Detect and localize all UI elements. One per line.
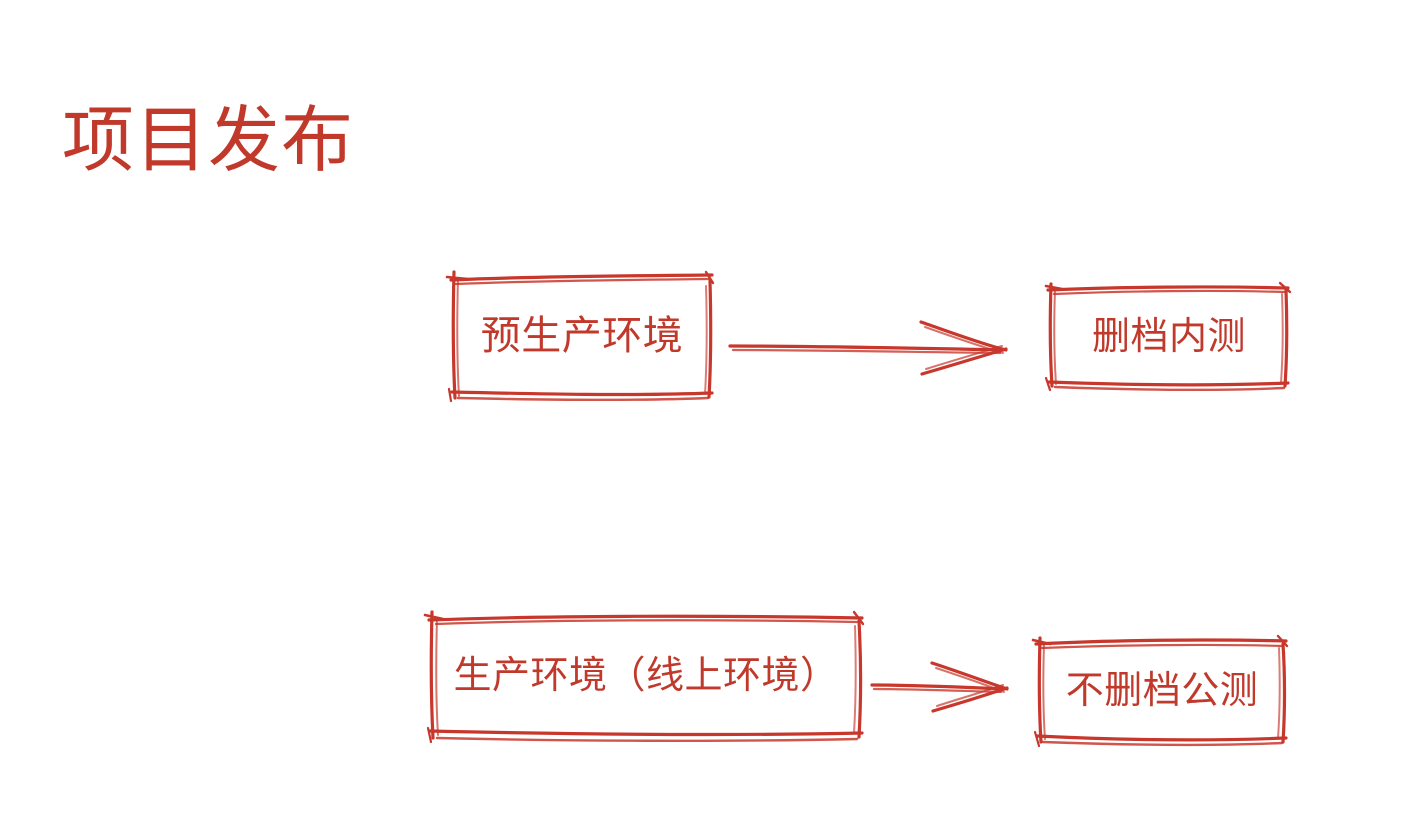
- slide-title: 项目发布: [62, 101, 355, 181]
- node-openbeta[interactable]: 不删档公测: [1038, 640, 1286, 741]
- edge-2-right-arrow-icon[interactable]: [866, 662, 1008, 716]
- node-closedbeta[interactable]: 删档内测: [1050, 287, 1288, 386]
- node-prod-label: 生产环境（线上环境）: [453, 655, 839, 697]
- node-preprod-label: 预生产环境: [480, 314, 684, 358]
- node-preprod[interactable]: 预生产环境: [452, 275, 712, 397]
- node-prod[interactable]: 生产环境（线上环境）: [430, 616, 862, 736]
- node-openbeta-label: 不删档公测: [1065, 669, 1259, 712]
- edge-1-right-arrow-icon[interactable]: [725, 322, 1010, 376]
- node-closedbeta-label: 删档内测: [1091, 315, 1246, 358]
